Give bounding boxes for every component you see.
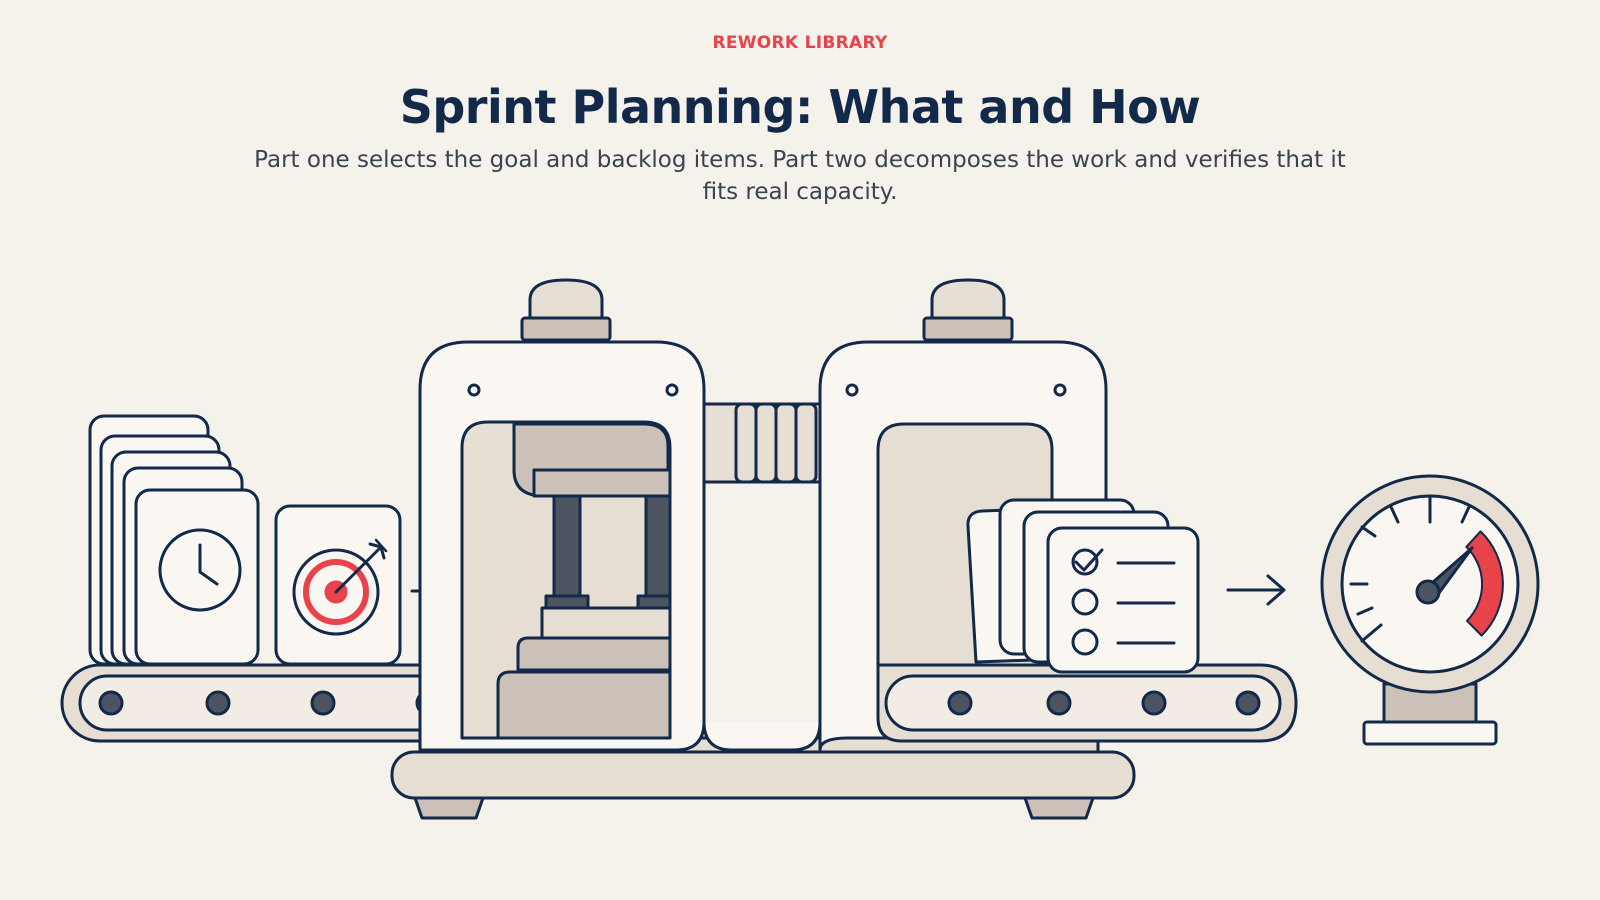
checklist-icon: [1071, 548, 1176, 656]
gauge-ticks: [1349, 494, 1471, 643]
page-subtitle: Part one selects the goal and backlog it…: [254, 147, 1346, 205]
right-conveyor: [876, 663, 1298, 743]
arrow-right-icon: [1226, 574, 1286, 606]
gauge-icon: [1320, 474, 1540, 746]
goal-card: [274, 504, 402, 666]
page-title: Sprint Planning: What and How: [399, 80, 1201, 134]
backlog-card-stack: [88, 414, 260, 666]
task-card-stack: [966, 498, 1200, 674]
target-icon: [292, 538, 388, 636]
selection-machine: [418, 278, 706, 752]
clock-icon: [158, 528, 242, 612]
machine-coupling: [702, 402, 822, 484]
left-conveyor: [60, 663, 474, 743]
eyebrow-label: REWORK LIBRARY: [712, 33, 888, 53]
